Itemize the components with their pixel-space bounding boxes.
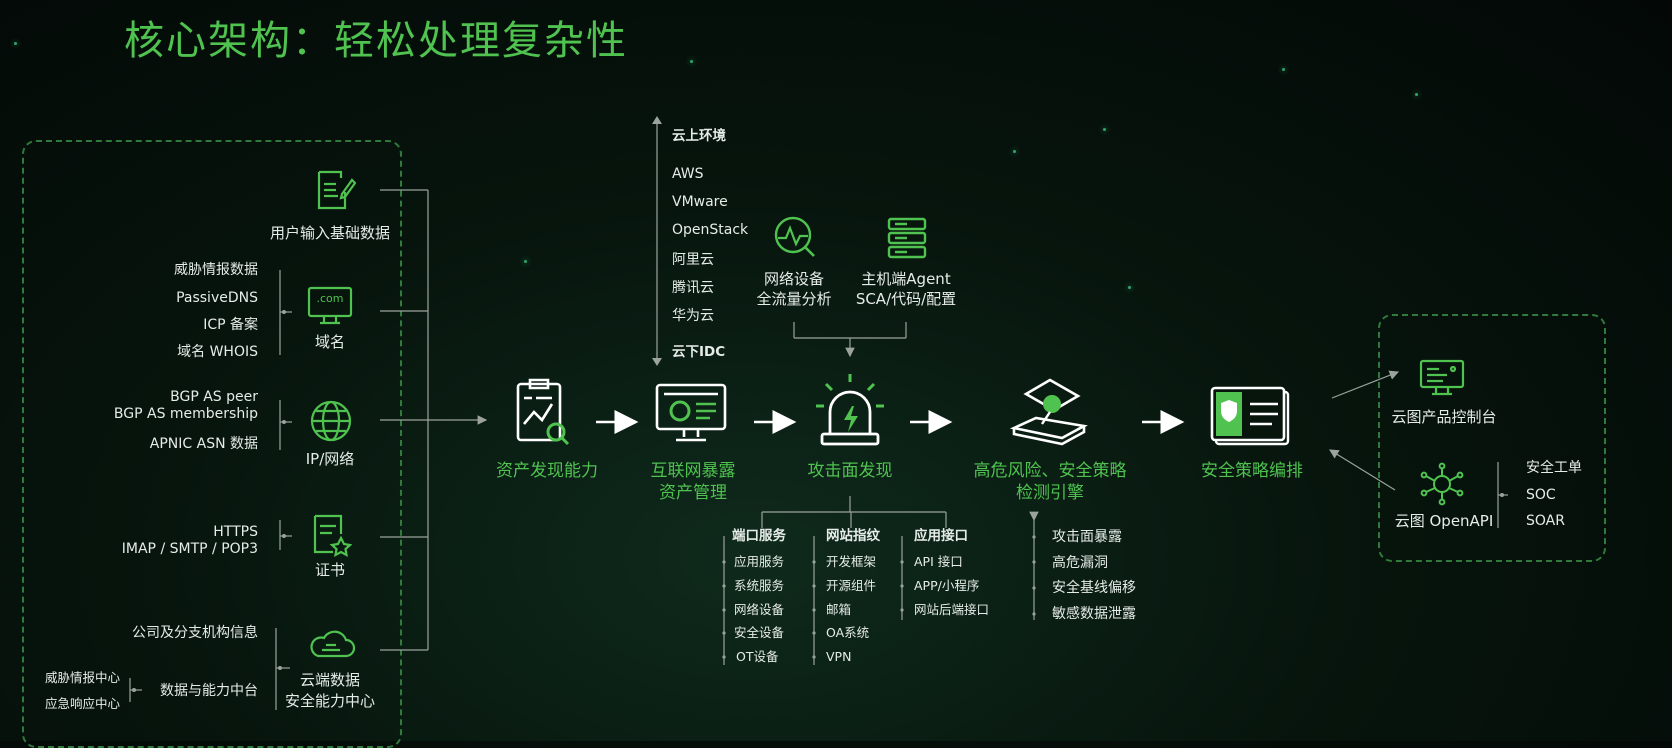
- fingerprint-item: 邮箱: [826, 602, 852, 617]
- traffic-analysis-icon: [774, 216, 815, 257]
- api-item: APP/小程序: [914, 578, 980, 593]
- output-console-label: 云图产品控制台: [1391, 408, 1497, 426]
- source-cert-label: 证书: [314, 561, 346, 579]
- domain-icon-text: .com: [316, 292, 344, 305]
- server-icon: [887, 217, 927, 259]
- output-openapi-label: 云图 OpenAPI: [1394, 512, 1494, 530]
- integration-item: SOAR: [1526, 513, 1565, 529]
- source-domain-label: 域名: [314, 333, 346, 351]
- background-dot: [14, 42, 17, 45]
- stage-management-line2: 资产管理: [659, 483, 727, 503]
- cloud-label-line1: 云端数据: [299, 671, 361, 689]
- cloud-sub-item: 应急响应中心: [44, 696, 120, 711]
- fingerprint-item: VPN: [826, 649, 852, 664]
- agent-input-line1: 主机端Agent: [861, 270, 951, 288]
- background-dot: [524, 260, 527, 263]
- stage-attack-surface-label: 攻击面发现: [807, 461, 893, 481]
- source-ip-label: IP/网络: [305, 450, 355, 468]
- port-item: 系统服务: [734, 578, 785, 593]
- background-dot: [1282, 68, 1285, 71]
- source-user-input-label: 用户输入基础数据: [269, 224, 391, 242]
- network-input-line1: 网络设备: [763, 270, 825, 288]
- port-item: OT设备: [736, 649, 779, 664]
- port-item: 应用服务: [734, 554, 785, 569]
- background-dot: [1013, 150, 1016, 153]
- domain-source-item: 威胁情报数据: [174, 262, 258, 278]
- fingerprint-item: OA系统: [826, 625, 870, 640]
- policy-orchestration-icon: [1210, 386, 1290, 446]
- document-edit-icon: [317, 170, 356, 210]
- domain-source-item: ICP 备案: [203, 317, 258, 333]
- page-title: 核心架构：轻松处理复杂性: [124, 18, 628, 64]
- env-item: OpenStack: [672, 222, 749, 238]
- api-header: 应用接口: [914, 528, 968, 544]
- ip-source-item: BGP AS membership: [113, 406, 258, 422]
- env-item: 阿里云: [672, 252, 714, 268]
- cert-source-item: HTTPS: [213, 524, 258, 540]
- risk-item: 攻击面暴露: [1052, 529, 1122, 545]
- ports-header: 端口服务: [732, 528, 786, 544]
- network-input-line2: 全流量分析: [756, 290, 832, 308]
- globe-icon: [310, 400, 352, 442]
- domain-source-item: PassiveDNS: [176, 290, 258, 306]
- openapi-network-icon: [1420, 462, 1464, 506]
- port-item: 网络设备: [734, 602, 785, 617]
- console-monitor-icon: [1419, 359, 1465, 396]
- risk-detection-icon: [1009, 378, 1088, 446]
- data-platform: 数据与能力中台: [160, 683, 258, 699]
- monitor-dashboard-icon: [655, 383, 727, 442]
- stage-risk-line2: 检测引擎: [1016, 483, 1084, 503]
- cloud-company-info: 公司及分支机构信息: [132, 625, 258, 641]
- discovery-clipboard-icon: [516, 378, 570, 446]
- port-item: 安全设备: [734, 625, 785, 640]
- ip-source-item: APNIC ASN 数据: [149, 436, 258, 452]
- cert-source-item: IMAP / SMTP / POP3: [121, 541, 258, 557]
- stage-risk-line1: 高危风险、安全策略: [973, 461, 1127, 481]
- env-item: VMware: [672, 194, 728, 210]
- env-item: 腾讯云: [672, 280, 714, 296]
- integration-item: SOC: [1526, 487, 1556, 503]
- domain-source-item: 域名 WHOIS: [177, 344, 258, 360]
- certificate-icon: [313, 514, 352, 558]
- api-item: API 接口: [914, 554, 963, 569]
- ip-source-item: BGP AS peer: [170, 389, 258, 405]
- fingerprint-item: 开发框架: [826, 554, 877, 569]
- env-item: 华为云: [672, 308, 714, 324]
- stage-management-line1: 互联网暴露: [650, 461, 736, 481]
- risk-item: 敏感数据泄露: [1052, 606, 1136, 622]
- fingerprint-header: 网站指纹: [826, 528, 880, 544]
- stage-orchestration-label: 安全策略编排: [1201, 461, 1303, 481]
- env-item: AWS: [672, 166, 704, 182]
- api-item: 网站后端接口: [914, 602, 990, 617]
- env-idc-footer: 云下IDC: [672, 344, 726, 360]
- risk-item: 安全基线偏移: [1052, 580, 1136, 596]
- env-cloud-header: 云上环境: [672, 128, 726, 144]
- background-dot: [1415, 93, 1418, 96]
- fingerprint-item: 开源组件: [826, 578, 877, 593]
- agent-input-line2: SCA/代码/配置: [855, 290, 957, 308]
- background-dot: [690, 60, 693, 63]
- cloud-icon: [310, 630, 356, 658]
- outputs-panel: [1378, 314, 1606, 562]
- risk-item: 高危漏洞: [1052, 555, 1108, 571]
- stage-discovery-label: 资产发现能力: [496, 461, 598, 481]
- background-dot: [1128, 286, 1131, 289]
- web-domain-icon: [307, 286, 353, 325]
- alarm-siren-icon: [816, 374, 884, 446]
- env-range-arrows: [652, 116, 662, 366]
- integration-item: 安全工单: [1526, 460, 1582, 476]
- background-dot: [1103, 128, 1106, 131]
- cloud-sub-item: 威胁情报中心: [44, 670, 120, 685]
- cloud-label-line2: 安全能力中心: [284, 692, 376, 710]
